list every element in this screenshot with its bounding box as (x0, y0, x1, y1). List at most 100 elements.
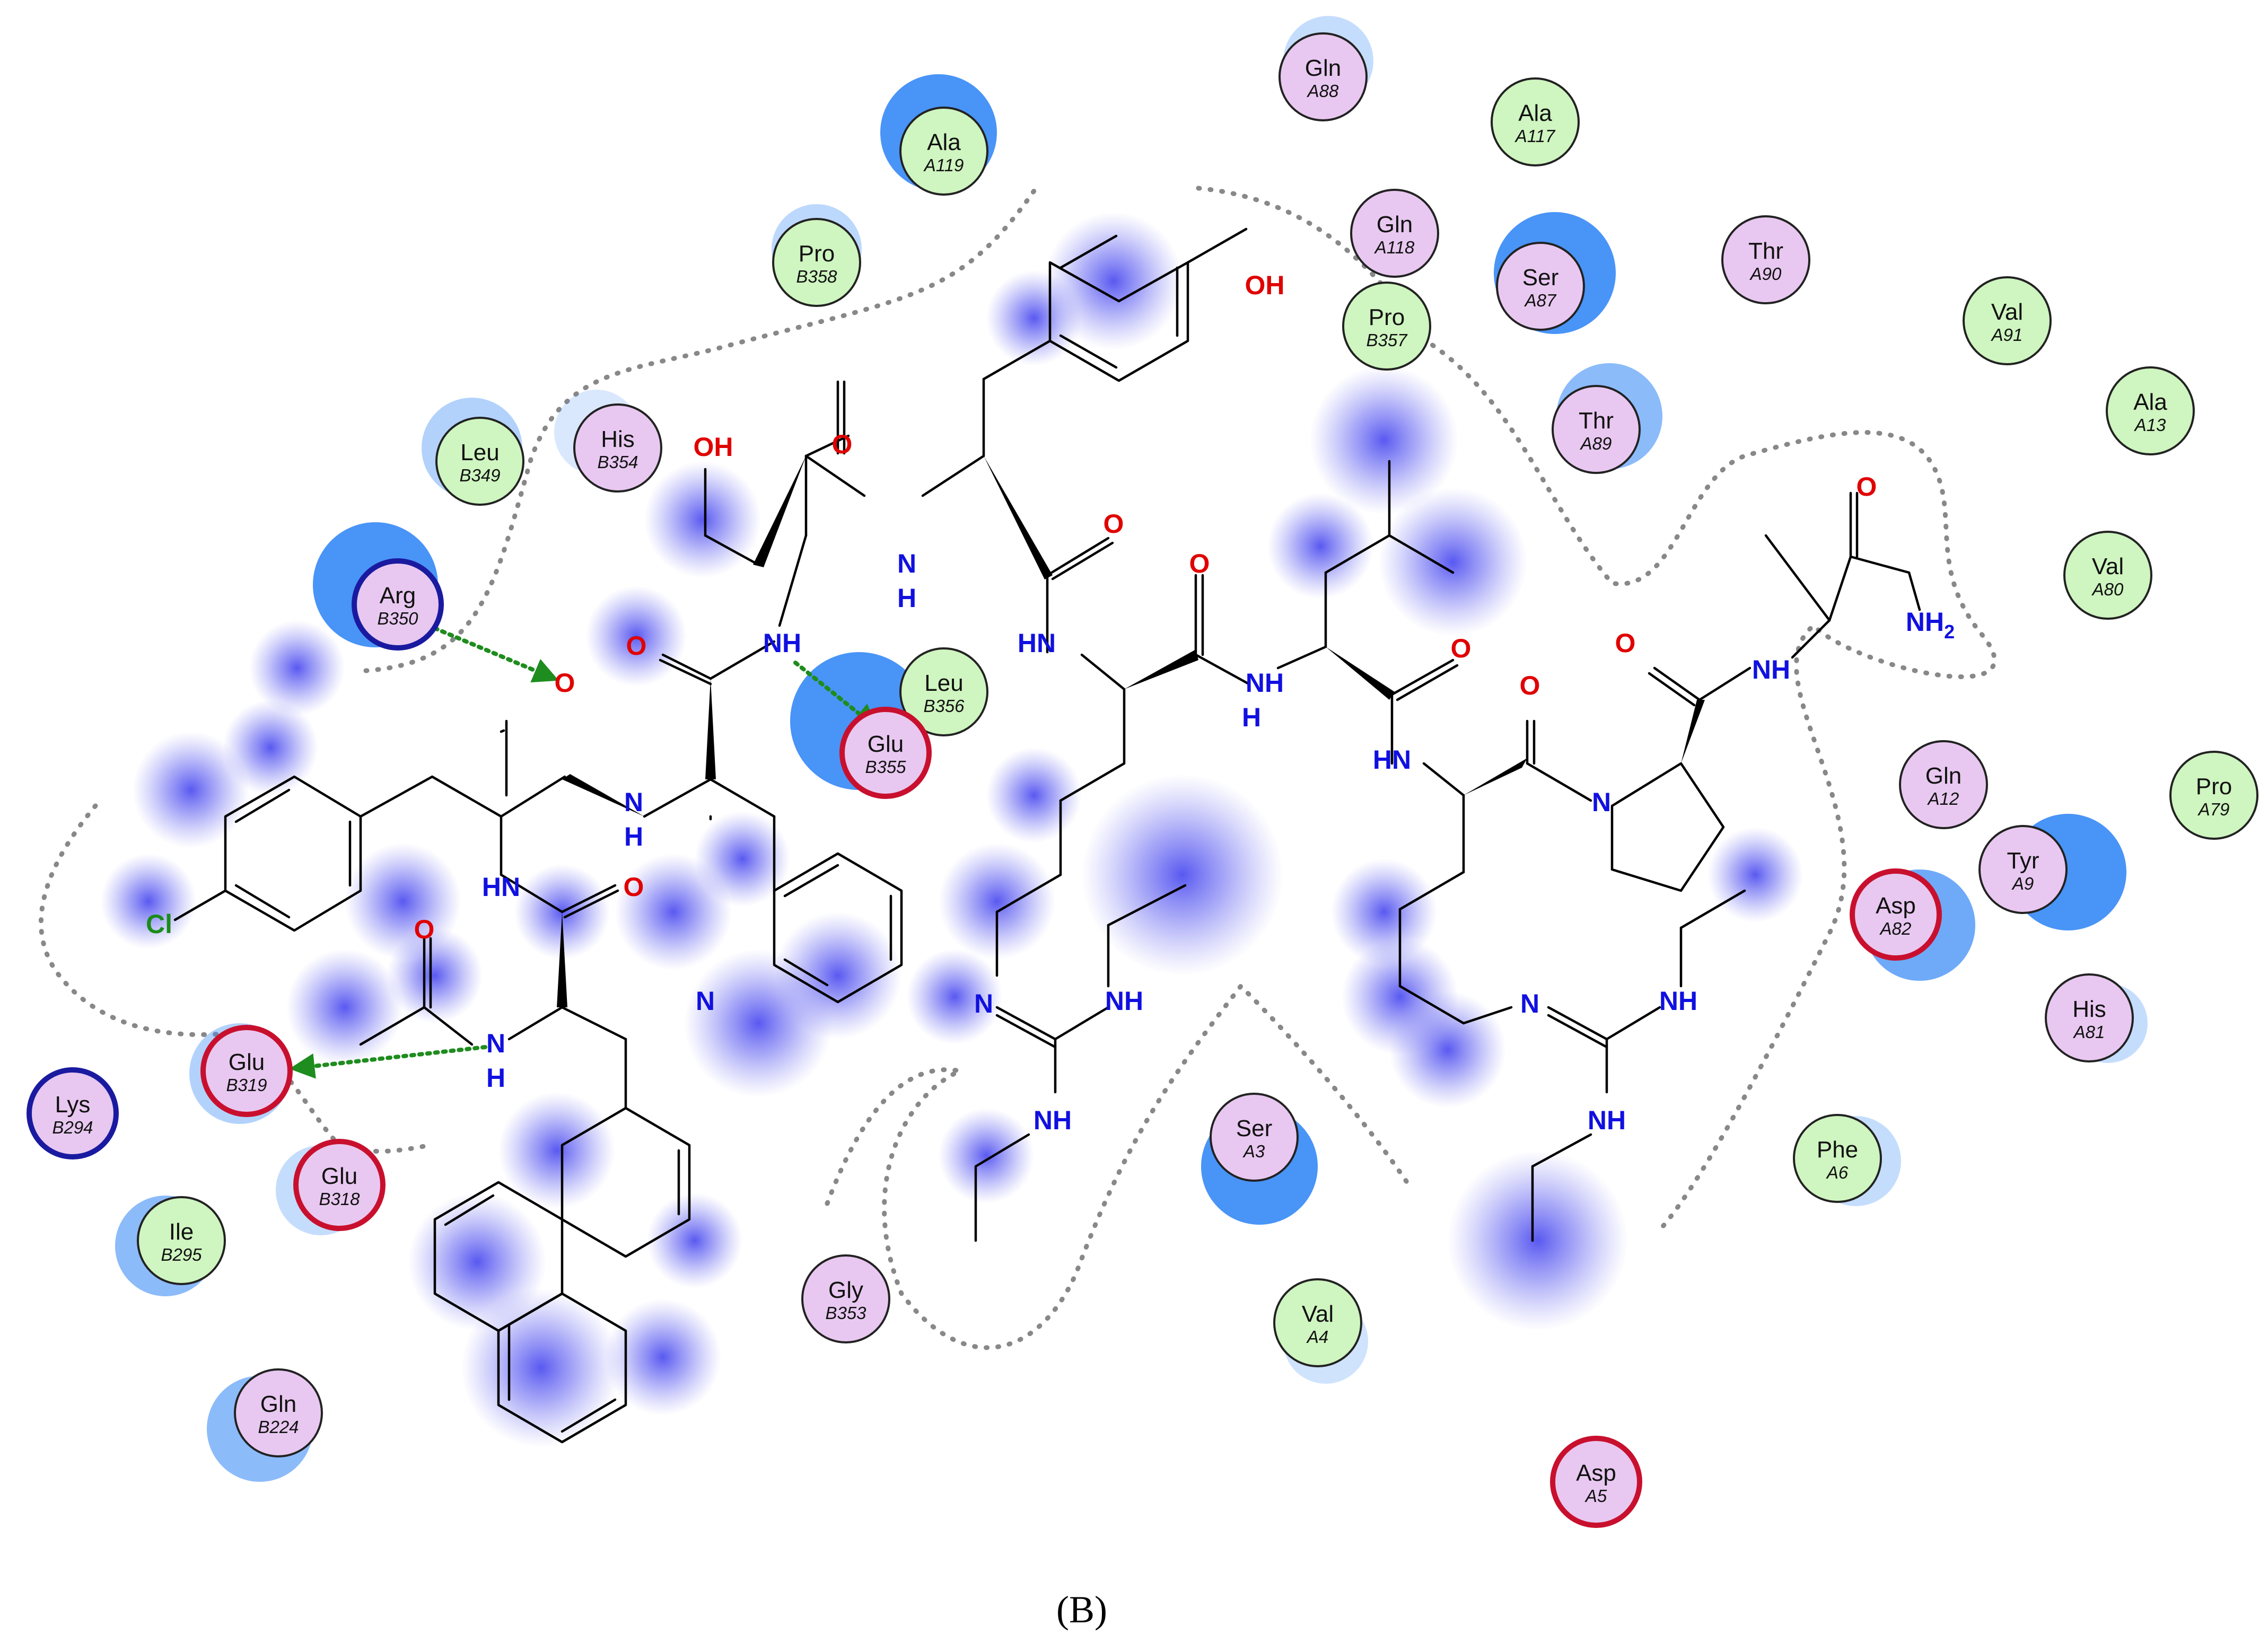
residue-id: A13 (2134, 415, 2166, 435)
residue-id: A12 (1927, 789, 1959, 809)
residue-id: A6 (1826, 1163, 1849, 1182)
atom-label-h-leu: H (1242, 702, 1261, 732)
residue-name: Gln (1925, 763, 1961, 789)
atom-label-o-arg1: O (1189, 549, 1210, 578)
residue-disc (1279, 32, 1368, 121)
residue-id: A81 (2073, 1022, 2105, 1042)
residue-id: B295 (161, 1245, 202, 1264)
hbond-layer (289, 626, 879, 1079)
residue-layer: GlnA88AlaA117AlaA119ProB358GlnA118SerA87… (27, 32, 2258, 1528)
residue-id: A79 (2197, 799, 2230, 819)
residue-name: Leu (460, 440, 499, 465)
residue-disc (200, 1025, 293, 1117)
residue-disc (1496, 242, 1585, 331)
residue-id: A118 (1374, 238, 1415, 257)
residue-disc (2169, 751, 2258, 840)
atom-labels: OH OH O N H O NH O HN O NH H O HN O N O … (146, 270, 1955, 1135)
residue-name: Glu (868, 731, 904, 757)
residue-name: Lys (55, 1092, 91, 1118)
residue-disc (573, 403, 662, 493)
atom-label-nh-acetyl: N (486, 1029, 505, 1058)
residue-disc (801, 1254, 890, 1343)
residue-disc (839, 707, 932, 799)
residue-name: Glu (229, 1049, 265, 1075)
atom-label-o-phe: O (555, 668, 575, 698)
residue-name: Arg (380, 583, 416, 609)
residue-name: Ser (1522, 265, 1558, 291)
atom-label-oh-tyr: OH (1245, 270, 1285, 300)
residue-disc (137, 1196, 226, 1285)
residue-disc (2045, 973, 2134, 1062)
residue-disc (1793, 1114, 1882, 1203)
atom-label-nh-tyr: N (897, 549, 916, 578)
residue-id: B353 (825, 1303, 866, 1323)
atom-label-nh-phe: N (624, 787, 643, 817)
residue-id: B318 (319, 1189, 360, 1209)
atom-label-nh-ser: NH (763, 628, 801, 658)
residue-disc (234, 1368, 323, 1457)
residue-name: Gln (1377, 212, 1413, 238)
residue-id: B357 (1366, 330, 1408, 350)
atom-label-h-tyr: H (897, 583, 916, 613)
hbond-glu-b319 (289, 1045, 487, 1079)
residue-disc (435, 417, 524, 506)
atom-label-nh2: NH2 (1906, 607, 1955, 643)
residue-name: Asp (1576, 1460, 1616, 1486)
residue-id: A9 (2011, 874, 2034, 893)
residue-id: B319 (226, 1075, 267, 1095)
residue-disc (1978, 825, 2068, 914)
atom-label-nh-leu: NH (1246, 668, 1284, 698)
residue-id: B354 (597, 452, 638, 472)
ligand-skeleton (173, 227, 1921, 1444)
residue-name: Pro (2196, 774, 2232, 799)
atom-label-n-pyridine: N (696, 986, 715, 1016)
residue-name: Ala (1518, 100, 1552, 126)
residue-name: Thr (1748, 238, 1783, 264)
atom-label-nh-guan2a: NH (1659, 986, 1697, 1016)
residue-id: A4 (1306, 1327, 1328, 1347)
atom-label-oh-ser: OH (694, 432, 733, 462)
residue-name: Val (1991, 299, 2023, 325)
residue-name: Gln (260, 1391, 296, 1417)
residue-name: Glu (321, 1163, 357, 1189)
residue-name: Tyr (2007, 848, 2039, 874)
residue-name: Leu (924, 670, 963, 696)
residue-name: Val (2092, 553, 2124, 579)
figure-caption: (B) (1056, 1588, 1107, 1631)
residue-id: A90 (1749, 264, 1782, 284)
residue-id: B349 (459, 465, 500, 485)
atom-label-o-tyr: O (1104, 509, 1124, 539)
residue-id: B294 (52, 1118, 93, 1137)
residue-disc (899, 107, 988, 196)
residue-name: His (2072, 996, 2106, 1022)
residue-disc (293, 1139, 386, 1231)
residue-disc (2106, 366, 2195, 455)
residue-id: A80 (2091, 579, 2124, 599)
atom-label-nh-guan2b: NH (1588, 1105, 1626, 1135)
atom-label-nh-guan1b: NH (1034, 1105, 1072, 1135)
residue-id: B356 (923, 696, 965, 716)
residue-disc (1210, 1093, 1299, 1182)
residue-id: A88 (1307, 81, 1339, 101)
residue-name: Thr (1579, 408, 1614, 434)
residue-id: A87 (1524, 291, 1557, 310)
residue-disc (2063, 531, 2152, 620)
